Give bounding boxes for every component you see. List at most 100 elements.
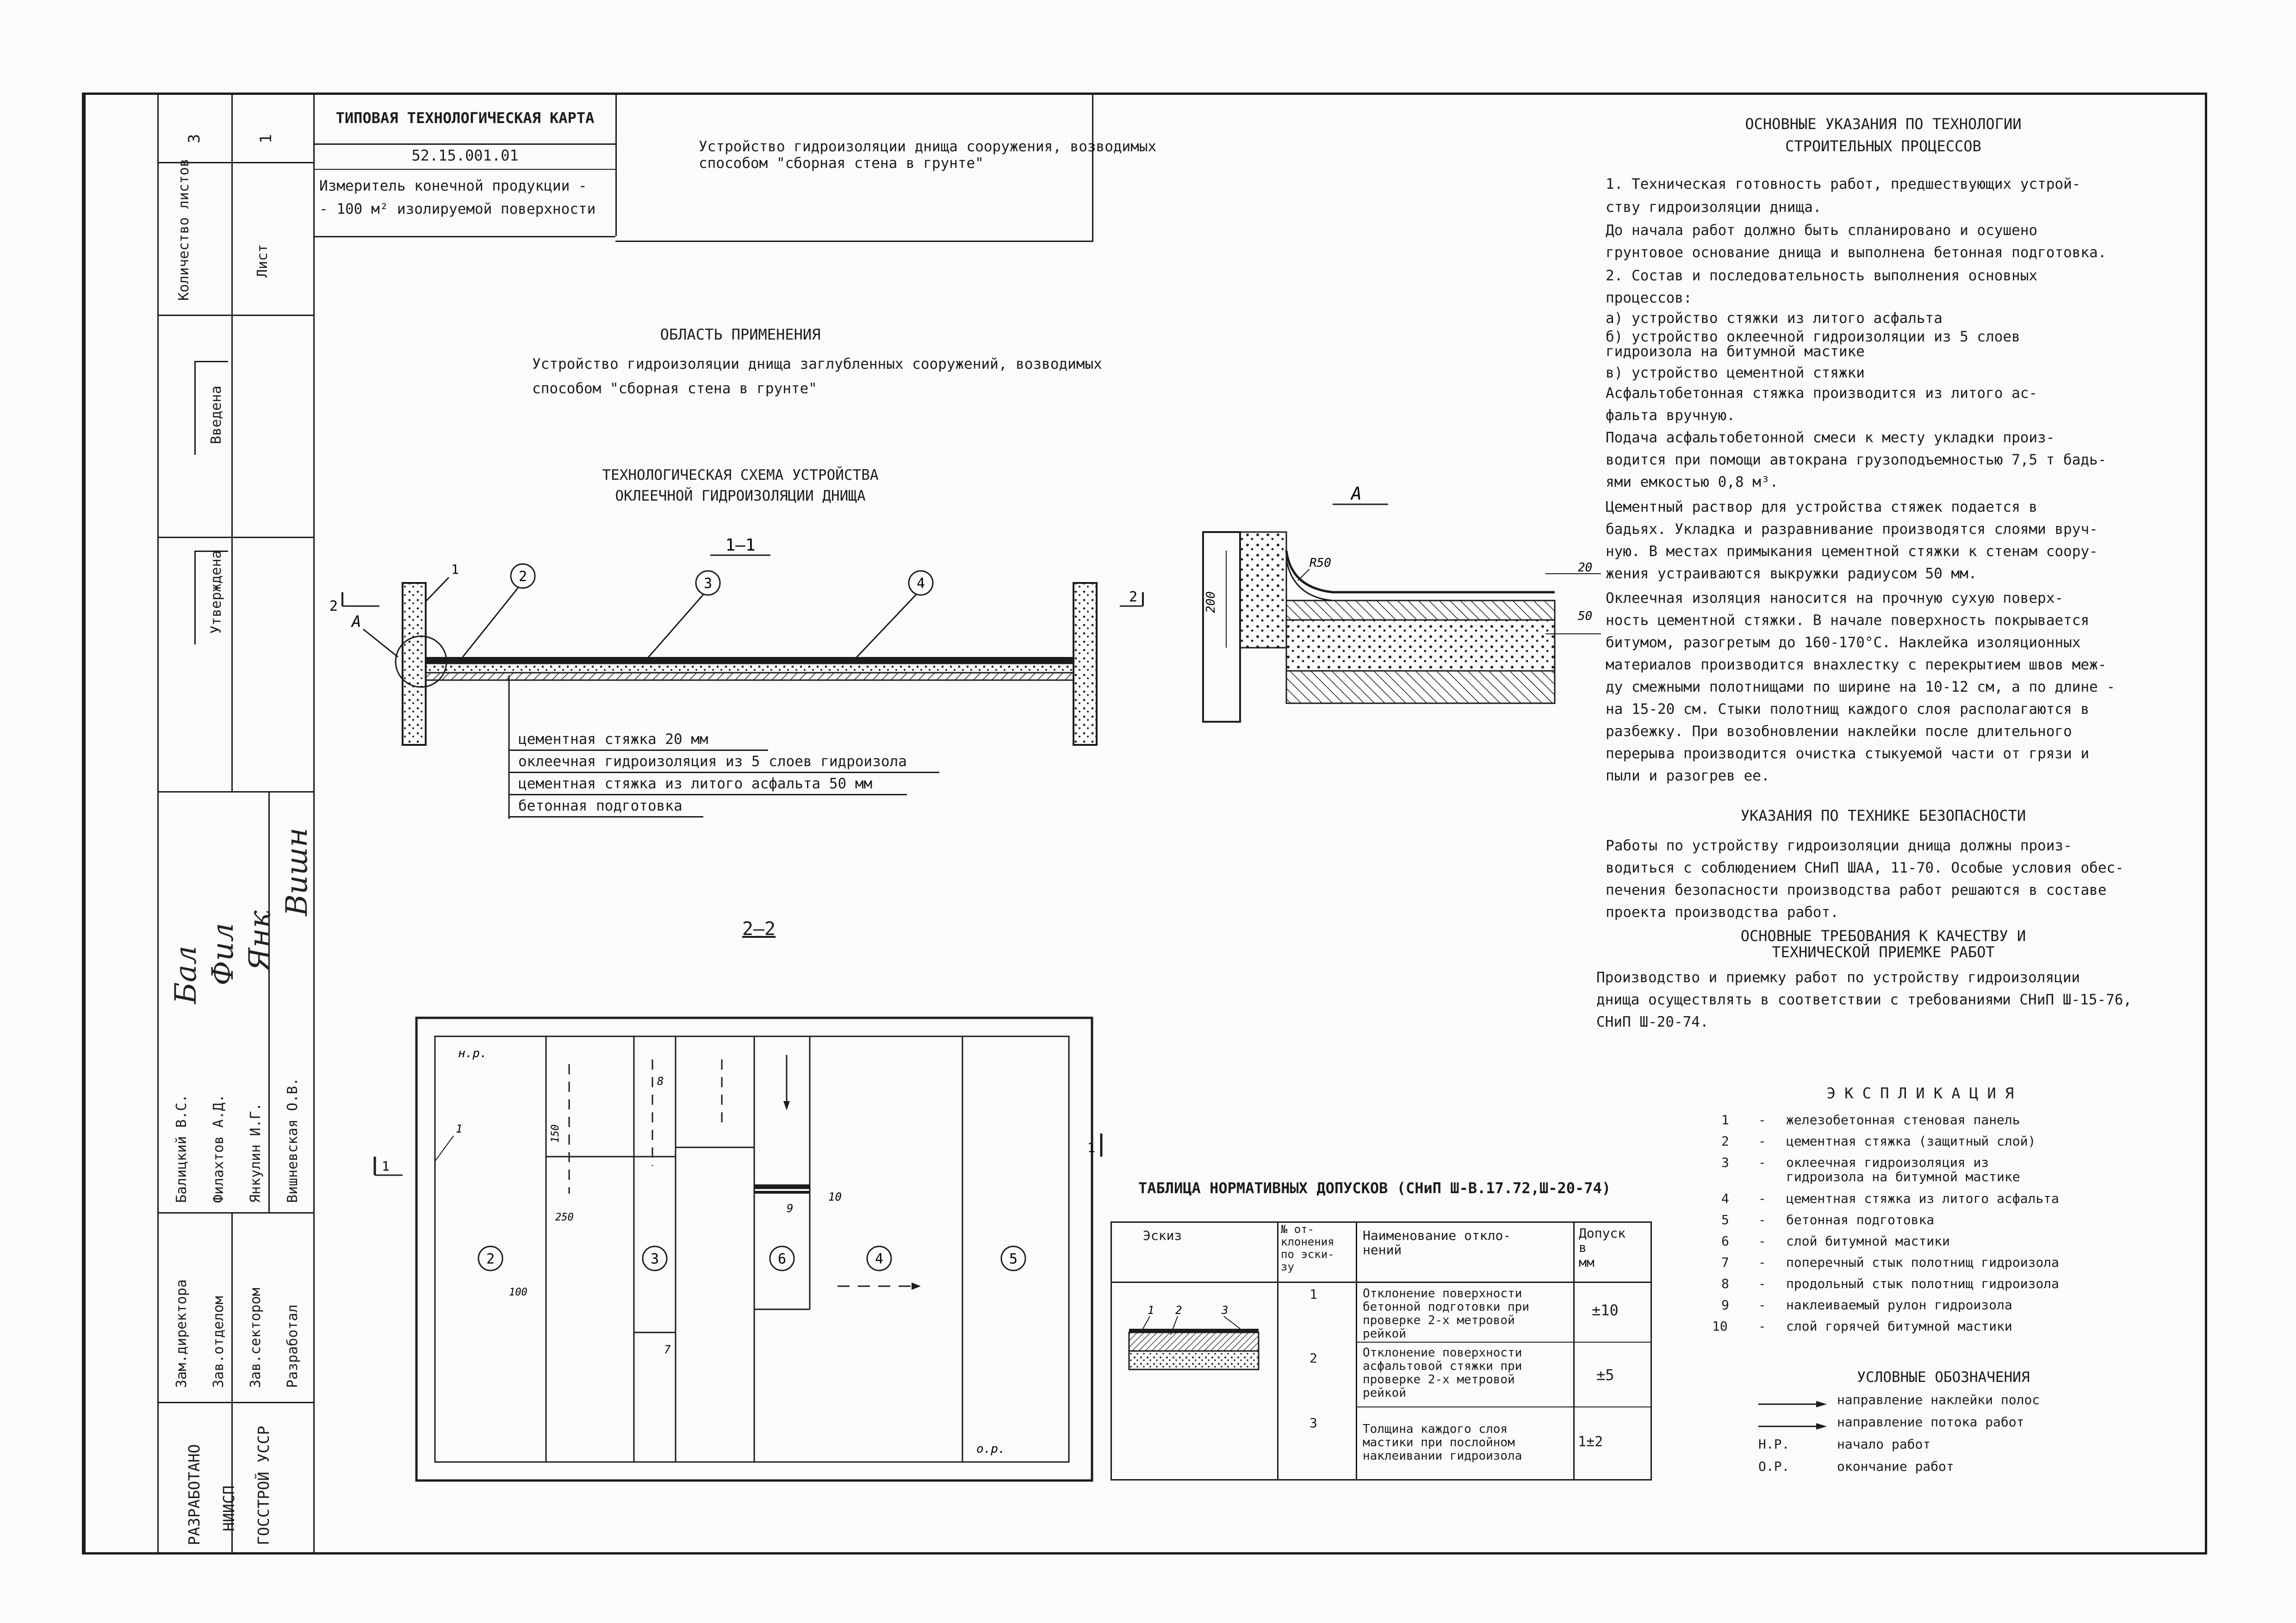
zone-3: 3 — [651, 1251, 659, 1267]
tech-line: жения устраиваются выкружки радиусом 50 … — [1606, 565, 1977, 582]
plan-2-2-drawing: 2 3 6 4 5 н.р. о.р. 1 8 7 9 10 150 250 1… — [373, 1016, 1103, 1482]
explication-text: продольный стык полотнищ гидроизола — [1786, 1276, 2060, 1291]
scope-title: ОБЛАСТЬ ПРИМЕНЕНИЯ — [660, 326, 821, 343]
explication-title: Э К С П Л И К А Ц И Я — [1826, 1084, 2014, 1102]
detail-wall — [1202, 531, 1241, 723]
explication-number: 1 — [1721, 1112, 1729, 1127]
tech-line: Подача асфальтобетонной смеси к месту ук… — [1606, 429, 2055, 446]
name-1: Балицкий В.С. — [174, 1094, 190, 1203]
tech-line: ду смежными полотнищами по ширине на 10-… — [1606, 679, 2116, 695]
tolerance-row-3-number: 3 — [1309, 1415, 1317, 1431]
plan-callout-8: 8 — [657, 1075, 664, 1088]
waterproofing-layer — [426, 657, 1074, 663]
left-wall-panel — [402, 582, 427, 746]
plan-cut-right: 1 — [1087, 1140, 1095, 1155]
card-title-line-1: Устройство гидроизоляции днища сооружени… — [699, 138, 1157, 155]
explication-number: 6 — [1721, 1233, 1729, 1249]
tech-title-line-2: СТРОИТЕЛЬНЫХ ПРОЦЕССОВ — [1785, 137, 1981, 155]
tech-line: До начала работ должно быть спланировано… — [1606, 222, 2038, 239]
tech-line: пыли и разогрев ее. — [1606, 768, 1770, 784]
tolerance-row-2-name: Отклонение поверхности асфальтовой стяжк… — [1363, 1346, 1522, 1400]
detail-a-title: А — [1350, 483, 1362, 504]
tolerance-sketch: 1 2 3 — [1128, 1304, 1260, 1370]
tech-line: ную. В местах примыкания цементной стяжк… — [1606, 543, 2098, 560]
detail-a-drawing: А R50 200 20 50 — [1202, 483, 1601, 723]
plan-start-label: н.р. — [458, 1047, 487, 1060]
layer-2: оклеечная гидроизоляция из 5 слоев гидро… — [518, 753, 907, 770]
explication-number: 7 — [1721, 1255, 1729, 1270]
detail-radius: R50 — [1309, 556, 1331, 570]
developer-line-1: РАЗРАБОТАНО — [185, 1444, 203, 1545]
tech-line: б) устройство оклеечной гидроизоляции из… — [1606, 328, 2020, 345]
approved-bracket — [194, 551, 228, 644]
sheets-count-value: 3 — [185, 134, 204, 143]
tech-line: процессов: — [1606, 290, 1692, 306]
tolerance-title: ТАБЛИЦА НОРМАТИВНЫХ ДОПУСКОВ (СНиП Ш-В.1… — [1138, 1179, 1611, 1197]
legend-text: направление наклейки полос — [1837, 1392, 2040, 1407]
legend-symbol: О.Р. — [1758, 1459, 1790, 1474]
tolerance-table: Эскиз № от- клонения по эски- зу Наимено… — [1111, 1221, 1652, 1481]
role-1: Зам.директора — [174, 1279, 190, 1388]
card-type: ТИПОВАЯ ТЕХНОЛОГИЧЕСКАЯ КАРТА — [335, 109, 595, 127]
developer-line-2: НИИСП — [220, 1485, 238, 1531]
signature-3: Янк — [243, 910, 277, 972]
stamp-row-line — [157, 1212, 315, 1214]
tech-line: ями емкостью 0,8 м³. — [1606, 474, 1779, 490]
title-block: ТИПОВАЯ ТЕХНОЛОГИЧЕСКАЯ КАРТА 52.15.001.… — [315, 93, 1156, 242]
sketch-mark-2: 2 — [1175, 1304, 1182, 1317]
zone-2: 2 — [486, 1251, 495, 1267]
tolerance-row-1-tol: ±10 — [1592, 1301, 1619, 1319]
binding-line — [82, 93, 85, 1555]
tolerance-row-2-number: 2 — [1309, 1350, 1317, 1366]
title-divider — [315, 236, 615, 237]
tech-line: на 15-20 см. Стыки полотнищ каждого слоя… — [1606, 701, 2090, 718]
plan-callout-9: 9 — [787, 1202, 793, 1215]
tech-line: Цементный раствор для устройства стяжек … — [1606, 499, 2038, 515]
layer-1: цементная стяжка 20 мм — [518, 731, 708, 748]
explication-text: слой битумной мастики — [1786, 1233, 1950, 1249]
tech-line: 1. Техническая готовность работ, предшес… — [1606, 176, 2081, 192]
explication-text: слой горячей битумной мастики — [1786, 1319, 2012, 1334]
sketch-mark-3: 3 — [1221, 1304, 1228, 1317]
role-4: Разработал — [285, 1304, 301, 1388]
card-title-line-2: способом "сборная стена в грунте" — [699, 155, 984, 172]
explication-number: 5 — [1721, 1212, 1729, 1227]
developer-line-3: ГОССТРОЙ УССР — [254, 1425, 273, 1545]
zone-5: 5 — [1009, 1251, 1018, 1267]
safety-title: УКАЗАНИЯ ПО ТЕХНИКЕ БЕЗОПАСНОСТИ — [1740, 807, 2026, 824]
callout-1: 1 — [451, 562, 459, 577]
tolerance-header-name: Наименование откло- нений — [1363, 1228, 1511, 1258]
explication-text: бетонная подготовка — [1786, 1212, 1935, 1227]
tech-line: фальта вручную. — [1606, 407, 1735, 424]
stamp-row-line — [157, 537, 315, 538]
signature-2: Фил — [206, 923, 240, 985]
scheme-title-line-1: ТЕХНОЛОГИЧЕСКАЯ СХЕМА УСТРОЙСТВА — [602, 467, 879, 483]
tech-line: а) устройство стяжки из литого асфальта — [1606, 310, 1942, 327]
sheet-value: 1 — [257, 134, 275, 143]
explication-number: 8 — [1721, 1276, 1729, 1291]
explication-text: железобетонная стеновая панель — [1786, 1112, 2020, 1127]
sheet-label: Лист — [254, 244, 271, 278]
detail-dim-bottom: 50 — [1578, 609, 1592, 623]
plan-callout-7: 7 — [664, 1343, 671, 1356]
zone-4: 4 — [875, 1251, 883, 1267]
explication-text: поперечный стык полотнищ гидроизола — [1786, 1255, 2060, 1270]
explication-number: 9 — [1721, 1297, 1729, 1313]
concrete-base-layer — [425, 672, 1074, 681]
measure-line-2: - 100 м² изолируемой поверхности — [319, 201, 596, 217]
tech-line: материалов производится внахлестку с пер… — [1606, 657, 2107, 673]
plan-end-label: о.р. — [976, 1442, 1005, 1456]
arrow-icon — [1758, 1401, 1827, 1407]
tolerance-row-1-number: 1 — [1309, 1287, 1317, 1302]
layer-3: цементная стяжка из литого асфальта 50 м… — [518, 775, 873, 792]
signature-4: Вишн — [280, 827, 314, 916]
tech-line: ству гидроизоляции днища. — [1606, 199, 1822, 216]
section-mark-left: 2 — [329, 598, 338, 614]
plan-dim-150: 150 — [550, 1124, 561, 1143]
tolerance-row-1-name: Отклонение поверхности бетонной подготов… — [1363, 1287, 1530, 1341]
tech-line: в) устройство цементной стяжки — [1606, 365, 1865, 381]
left-stamp: 3 1 Количество листов Лист Введена Утвер… — [157, 93, 315, 1555]
tech-line: водится при помощи автокрана грузоподъем… — [1606, 452, 2107, 468]
legend-symbol: Н.Р. — [1758, 1437, 1790, 1452]
detail-a-circle — [395, 635, 447, 688]
